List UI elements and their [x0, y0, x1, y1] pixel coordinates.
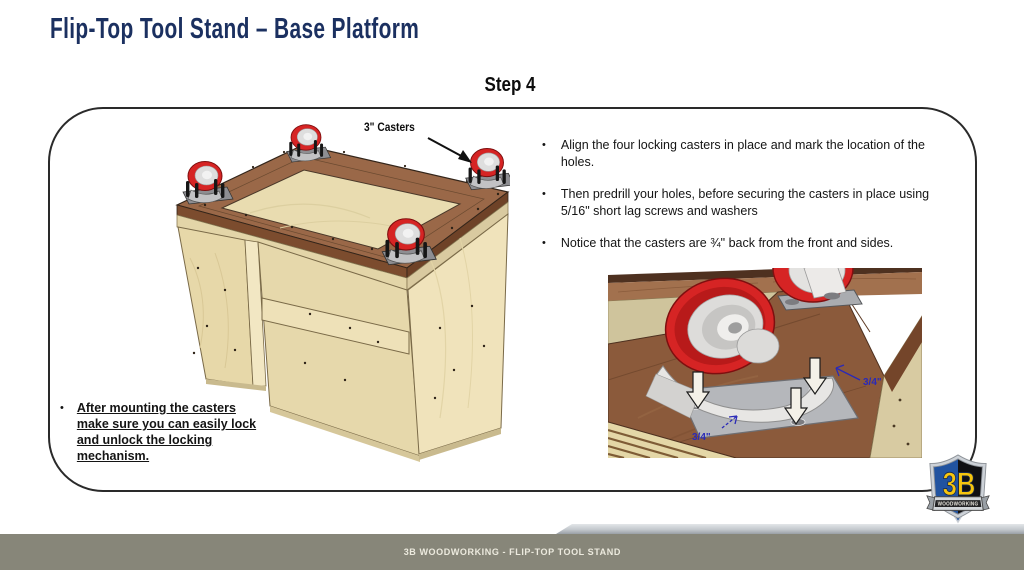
instruction-text: Then predrill your holes, before securin… [560, 187, 930, 218]
step-heading: Step 4 [484, 74, 536, 96]
bullet-icon: • [542, 139, 546, 151]
right-side-panel [407, 212, 509, 460]
instruction-list: • Align the four locking casters in plac… [542, 137, 932, 268]
dimension-label: 3/4" [692, 432, 711, 443]
left-side-panel [177, 226, 267, 391]
hole-arrows [685, 357, 828, 426]
main-caster [645, 277, 859, 439]
page-title: Flip-Top Tool Stand – Base Platform [50, 13, 420, 45]
footer-title: 3B WOODWORKING - FLIP-TOP TOOL STAND [403, 546, 621, 558]
footer-accent-strip [556, 524, 1024, 534]
instruction-item: • Then predrill your holes, before secur… [542, 186, 932, 219]
back-panel-and-stretcher [257, 241, 421, 462]
bullet-icon: • [60, 402, 64, 414]
caster-callout-label: 3" Casters [364, 120, 415, 134]
tool-stand-illustration [175, 124, 510, 462]
logo-banner-text: WOODWORKING [938, 501, 979, 507]
bullet-icon: • [542, 188, 546, 200]
dimension-leaders [721, 364, 861, 429]
caster-left [182, 161, 234, 205]
brand-logo: 3B WOODWORKING [926, 454, 990, 524]
footer-bar: 3B WOODWORKING - FLIP-TOP TOOL STAND [0, 534, 1024, 570]
instruction-text: Align the four locking casters in place … [560, 138, 925, 169]
instruction-item: • Align the four locking casters in plac… [542, 137, 932, 170]
rear-caster-partial [772, 268, 863, 311]
dimension-label: 3/4" [863, 377, 882, 388]
note-block: • After mounting the casters make sure y… [60, 400, 270, 464]
callout-arrow [427, 137, 472, 163]
caster-detail-image: 3/4" 3/4" [608, 268, 922, 458]
caster-front [381, 218, 437, 266]
content-panel-border [48, 107, 977, 492]
instruction-item: • Notice that the casters are ¾" back fr… [542, 235, 932, 252]
caster-back [286, 124, 332, 163]
bullet-icon: • [542, 237, 546, 249]
instruction-text: Notice that the casters are ¾" back from… [560, 236, 894, 250]
caster-right [465, 148, 510, 191]
logo-ribbon: WOODWORKING [926, 495, 990, 511]
note-text: After mounting the casters make sure you… [76, 401, 257, 463]
